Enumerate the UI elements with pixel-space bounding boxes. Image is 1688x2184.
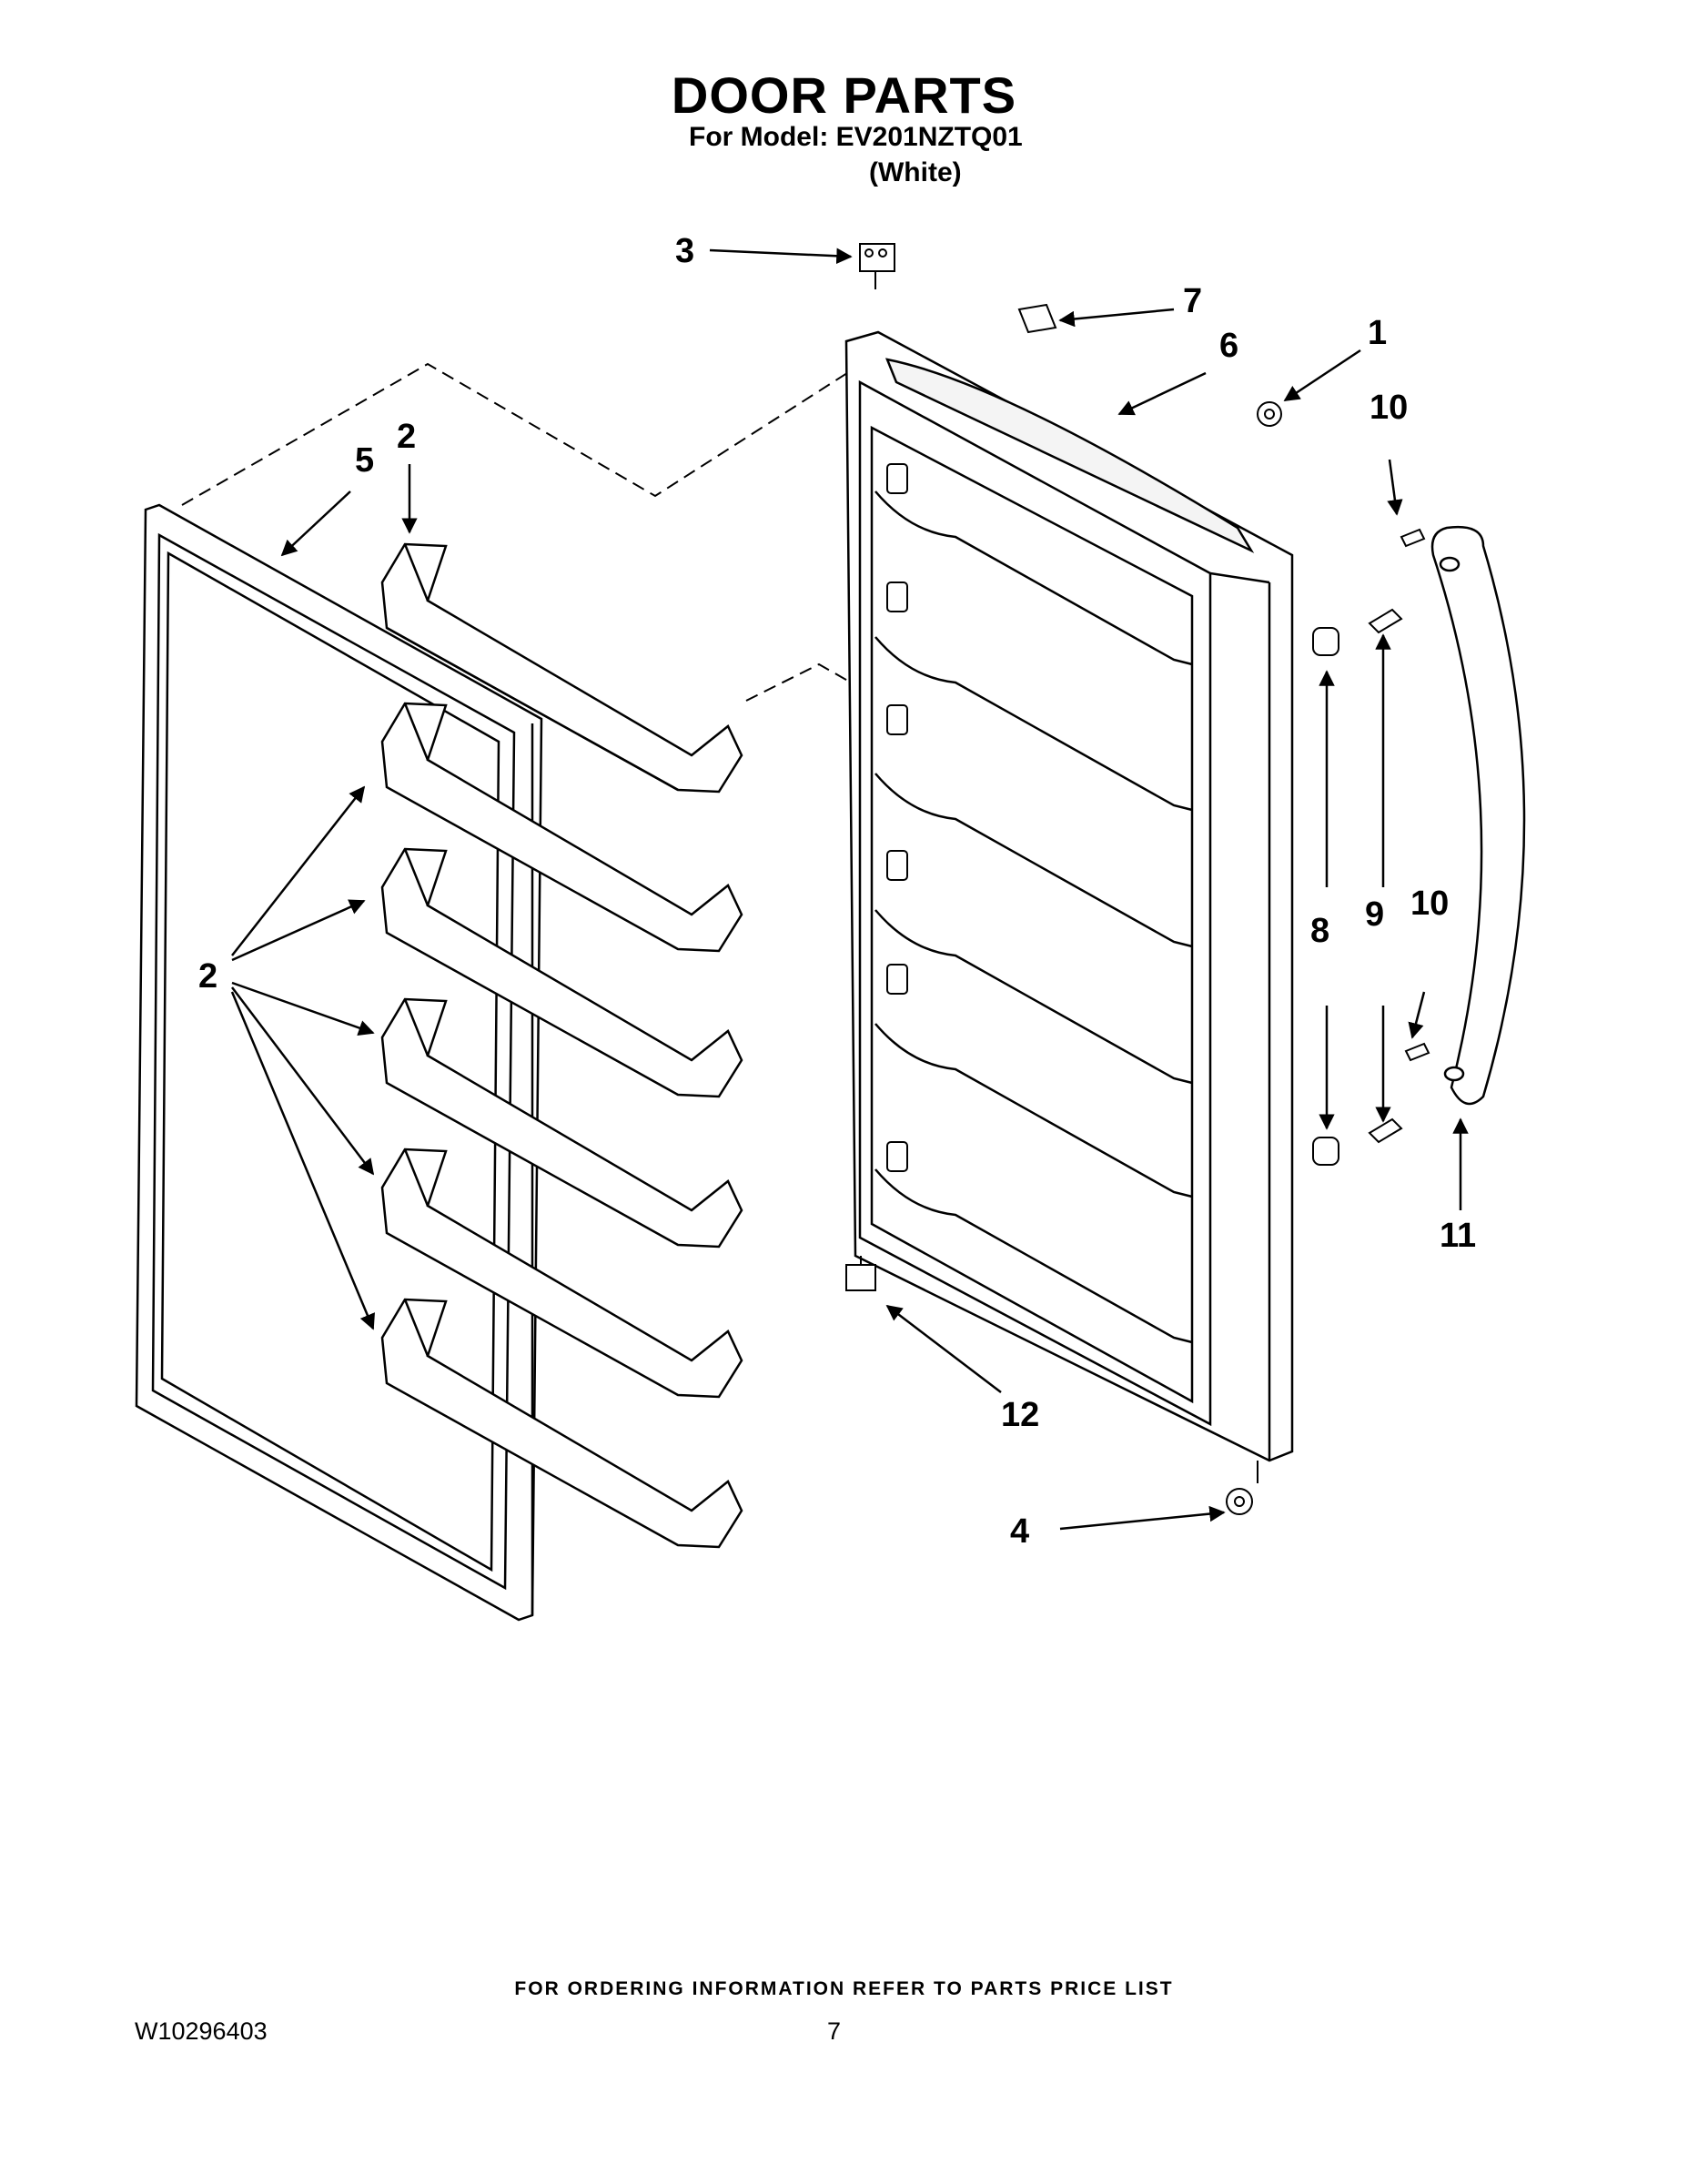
callout-numbers: 3 7 6 1 10 2 5 8 9 10 2 12 4 11 <box>198 232 1476 1551</box>
door-shelf <box>380 542 743 794</box>
callout-9: 9 <box>1365 895 1384 934</box>
page-number: 7 <box>827 2017 842 2045</box>
top-hinge <box>859 243 895 289</box>
page-title: DOOR PARTS <box>671 66 1017 124</box>
color-line: (White) <box>869 157 962 187</box>
door-shelf <box>380 997 743 1249</box>
callout-1: 1 <box>1368 314 1387 352</box>
ordering-note: FOR ORDERING INFORMATION REFER TO PARTS … <box>514 1978 1174 1999</box>
leader-arrows <box>230 248 1469 1531</box>
callout-5: 5 <box>355 441 374 480</box>
bottom-hinge <box>845 1256 876 1291</box>
handle-screws <box>1368 528 1430 1144</box>
door-shelf <box>380 1298 743 1549</box>
door-shelf <box>380 702 743 953</box>
door-shelf <box>380 1148 743 1399</box>
handle-spacers <box>1312 627 1339 1166</box>
callout-2-group: 2 <box>198 957 217 996</box>
callout-10: 10 <box>1370 389 1408 427</box>
callout-12: 12 <box>1001 1396 1039 1434</box>
hinge-plug <box>1257 401 1282 427</box>
door-liner <box>844 330 1294 1462</box>
document-number: W10296403 <box>135 2017 268 2045</box>
callout-7: 7 <box>1183 282 1202 320</box>
door-liner-ribs <box>874 490 1193 1344</box>
door-shelves <box>380 542 743 1549</box>
door-handle <box>1430 525 1526 1106</box>
hinge-bushing <box>1226 1461 1258 1515</box>
callout-3: 3 <box>675 232 694 270</box>
callout-6: 6 <box>1219 327 1238 365</box>
door-shelf <box>380 847 743 1098</box>
callout-4: 4 <box>1010 1512 1029 1551</box>
callout-10-lower: 10 <box>1410 885 1449 923</box>
callout-11: 11 <box>1440 1217 1476 1255</box>
door-liner-clips <box>886 463 908 1172</box>
callout-8: 8 <box>1310 912 1329 950</box>
model-line: For Model: EV201NZTQ01 <box>689 122 1023 152</box>
label <box>1017 303 1057 334</box>
callout-2-top: 2 <box>397 418 416 456</box>
